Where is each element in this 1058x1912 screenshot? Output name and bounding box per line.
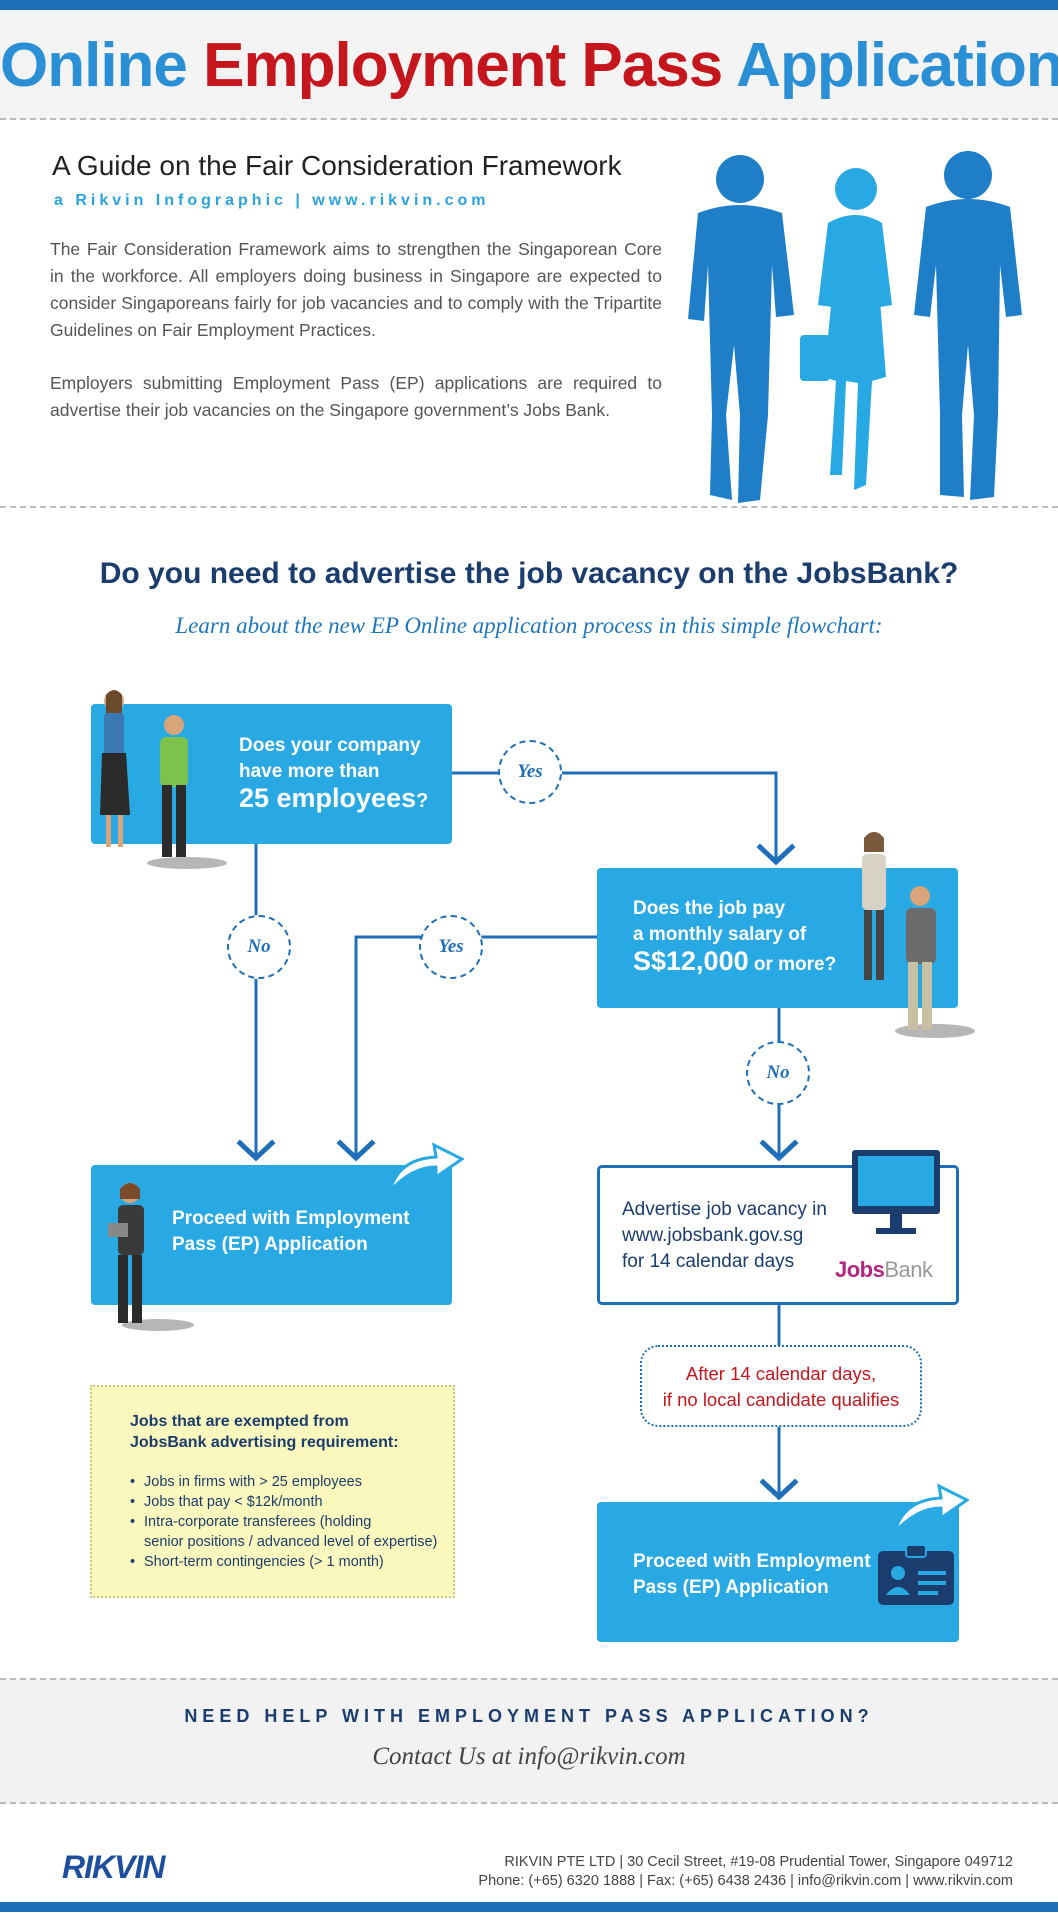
title-employment-pass: Employment Pass xyxy=(203,31,723,100)
intro-paragraph-2: Employers submitting Employment Pass (EP… xyxy=(50,373,662,420)
after-14-days-condition: After 14 calendar days, if no local cand… xyxy=(640,1345,922,1427)
arrowhead-1 xyxy=(756,843,796,866)
page-title: Online Employment Pass Application xyxy=(0,26,1058,106)
exempt-title: Jobs that are exempted from JobsBank adv… xyxy=(130,1413,399,1451)
connector-q2-yes xyxy=(354,935,597,1158)
man-figure xyxy=(906,886,936,1030)
rikvin-logo[interactable]: RIKVIN xyxy=(62,1849,165,1885)
help-band xyxy=(0,1678,1058,1804)
intro-paragraph-1: The Fair Consideration Framework aims to… xyxy=(50,239,662,340)
man-right-silhouette xyxy=(914,151,1022,500)
businesswoman-illustration xyxy=(108,1183,194,1331)
help-title: NEED HELP WITH EMPLOYMENT PASS APPLICATI… xyxy=(184,1706,874,1726)
question-salary-text: Does the job pay a monthly salary of S$1… xyxy=(633,898,837,976)
man-left-silhouette xyxy=(688,155,794,503)
guide-subtitle: a Rikvin Infographic | www.rikvin.com xyxy=(54,192,490,209)
two-people-illustration xyxy=(100,690,227,869)
curved-arrow-icon xyxy=(388,1142,464,1193)
flowchart-subtitle: Learn about the new EP Online applicatio… xyxy=(175,613,883,638)
woman-center-silhouette xyxy=(800,168,892,490)
proceed-ep-text: Proceed with Employment Pass (EP) Applic… xyxy=(172,1208,410,1255)
company-address: RIKVIN PTE LTD | 30 Cecil Street, #19-08… xyxy=(478,1854,1013,1889)
man-figure xyxy=(160,715,188,857)
exempt-jobs-note: Jobs that are exempted from JobsBank adv… xyxy=(90,1385,455,1598)
list-item: Jobs that pay < $12k/month xyxy=(130,1492,453,1512)
advertise-vacancy-text: Advertise job vacancy in www.jobsbank.go… xyxy=(622,1199,827,1272)
woman-figure xyxy=(100,690,130,847)
bottom-accent-bar xyxy=(0,1902,1058,1912)
business-people-silhouette-illustration xyxy=(688,151,1022,503)
title-band xyxy=(0,10,1058,120)
no-badge: No xyxy=(227,915,291,979)
two-professionals-illustration xyxy=(862,832,975,1038)
exempt-list: Jobs in firms with > 25 employees Jobs t… xyxy=(130,1472,453,1572)
arrowhead-3 xyxy=(336,1139,376,1162)
curved-arrow-icon xyxy=(893,1483,969,1534)
list-item: Short-term contingencies (> 1 month) xyxy=(130,1552,453,1572)
list-item: Intra-corporate transferees (holding xyxy=(130,1512,453,1532)
id-card-icon xyxy=(878,1545,954,1605)
arrowhead-4 xyxy=(759,1139,799,1162)
title-application: Application xyxy=(736,31,1058,100)
guide-title: A Guide on the Fair Consideration Framew… xyxy=(52,150,622,181)
no-badge: No xyxy=(746,1041,810,1105)
section-divider xyxy=(0,506,1058,508)
flowchart-question: Do you need to advertise the job vacancy… xyxy=(99,557,959,590)
list-item: Jobs in firms with > 25 employees xyxy=(130,1472,453,1492)
arrowhead-2 xyxy=(236,1139,276,1162)
final-proceed-ep-text: Proceed with Employment Pass (EP) Applic… xyxy=(633,1551,871,1598)
woman-figure xyxy=(862,832,886,980)
jobsbank-logo: JobsBank xyxy=(835,1257,933,1282)
list-item: senior positions / advanced level of exp… xyxy=(144,1534,438,1550)
question-employees-box xyxy=(91,704,452,844)
yes-badge: Yes xyxy=(419,915,483,979)
monitor-icon xyxy=(852,1150,940,1234)
title-online: Online xyxy=(0,31,188,100)
contact-email-link[interactable]: Contact Us at info@rikvin.com xyxy=(372,1743,686,1770)
arrowhead-5 xyxy=(759,1478,799,1501)
question-employees-text: Does your company have more than 25 empl… xyxy=(239,735,429,813)
top-accent-bar xyxy=(0,0,1058,10)
yes-badge: Yes xyxy=(498,740,562,804)
question-salary-box xyxy=(597,868,958,1008)
